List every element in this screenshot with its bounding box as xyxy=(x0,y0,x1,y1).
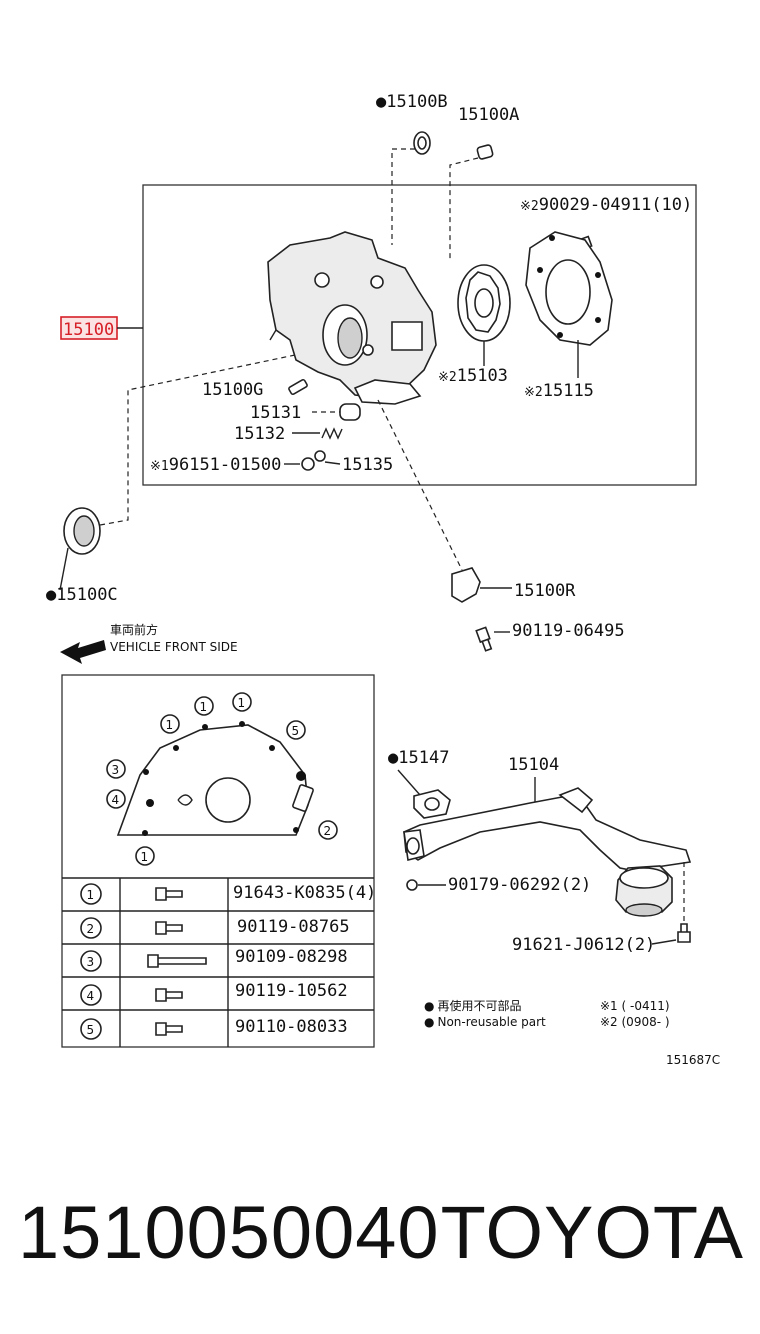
label-15104[interactable]: 15104 xyxy=(508,755,559,775)
bolt-90119-06495 xyxy=(475,626,493,652)
svg-text:1: 1 xyxy=(87,888,95,902)
label-90029[interactable]: ※290029-04911(10) xyxy=(520,195,692,215)
bolt-part-5[interactable]: 90110-08033 xyxy=(235,1017,348,1037)
legend-nonreuse-en: ●Non-reusable part xyxy=(424,1015,546,1029)
label-15100[interactable]: 15100 xyxy=(63,320,114,340)
svg-text:5: 5 xyxy=(292,724,300,738)
ring-96151 xyxy=(301,457,315,471)
inset-pump-outline xyxy=(116,724,309,836)
callout-circles: 1 1 1 5 3 4 2 1 xyxy=(106,692,338,866)
direction-jp: 車両前方 xyxy=(110,622,158,637)
label-91621[interactable]: 91621-J0612(2) xyxy=(512,935,655,955)
bolt-part-4[interactable]: 90119-10562 xyxy=(235,981,348,1001)
label-15100B[interactable]: ●15100B xyxy=(376,92,448,112)
plug-15100G xyxy=(288,378,308,396)
svg-text:5: 5 xyxy=(87,1023,95,1037)
label-15100G[interactable]: 15100G xyxy=(202,380,263,400)
label-15103[interactable]: ※215103 xyxy=(438,366,508,386)
dash-15100A xyxy=(449,157,479,260)
part-number[interactable]: 1510050040 xyxy=(18,1191,440,1274)
label-15115[interactable]: ※215115 xyxy=(524,381,594,401)
arrow-left-icon xyxy=(60,640,106,664)
bolt-icon xyxy=(155,988,183,1002)
table-row: 2 90119-08765 xyxy=(80,917,350,939)
svg-text:1: 1 xyxy=(166,718,174,732)
pump-boss xyxy=(391,321,423,351)
pump-flange xyxy=(353,379,422,405)
illustration-code: 151687C xyxy=(666,1053,720,1067)
spring-15132 xyxy=(321,427,343,440)
svg-text:3: 3 xyxy=(112,763,120,777)
table-row: 1 91643-K0835(4) xyxy=(80,883,376,905)
dash-15100C xyxy=(99,354,296,526)
nut-90179 xyxy=(406,879,418,891)
legend-note2: ※2 (0908- ) xyxy=(600,1015,670,1029)
table-row: 3 90109-08298 xyxy=(80,947,348,972)
bolt-table: 1 91643-K0835(4) 2 90119-08765 3 90109-0… xyxy=(62,877,376,1047)
svg-text:2: 2 xyxy=(87,922,95,936)
svg-text:1: 1 xyxy=(141,850,149,864)
valve-15131 xyxy=(339,403,361,421)
footer: 1510050040 TOYOTA xyxy=(0,1188,760,1288)
bolt-icon xyxy=(155,921,183,935)
label-90119-06495[interactable]: 90119-06495 xyxy=(512,621,625,641)
label-15135[interactable]: 15135 xyxy=(342,455,393,475)
brand-name: TOYOTA xyxy=(440,1191,744,1274)
dash-15100B xyxy=(391,148,415,245)
label-15132[interactable]: 15132 xyxy=(234,424,285,444)
svg-text:4: 4 xyxy=(87,989,95,1003)
table-row: 4 90119-10562 xyxy=(80,981,348,1006)
bolt-part-2[interactable]: 90119-08765 xyxy=(237,917,350,937)
bolt-part-3[interactable]: 90109-08298 xyxy=(235,947,348,967)
label-96151[interactable]: ※196151-01500 xyxy=(150,455,281,475)
pin-15100A xyxy=(476,144,494,160)
legend-note1: ※1 ( -0411) xyxy=(600,999,670,1013)
legend-nonreuse-jp: ●再使用不可部品 xyxy=(424,998,522,1013)
dash-15100R xyxy=(377,399,463,571)
label-15100R[interactable]: 15100R xyxy=(514,581,576,601)
svg-text:2: 2 xyxy=(324,824,332,838)
label-15100C[interactable]: ●15100C xyxy=(46,585,118,605)
long-bolt-icon xyxy=(147,954,207,968)
sensor-15100R xyxy=(451,567,481,603)
table-row: 5 90110-08033 xyxy=(80,1017,348,1040)
svg-text:3: 3 xyxy=(87,955,95,969)
bolt-icon xyxy=(155,887,183,901)
svg-text:1: 1 xyxy=(200,700,208,714)
label-15100A[interactable]: 15100A xyxy=(458,105,519,125)
label-15131[interactable]: 15131 xyxy=(250,403,301,423)
direction-en: VEHICLE FRONT SIDE xyxy=(110,640,238,654)
svg-text:1: 1 xyxy=(238,696,246,710)
bolt-91621 xyxy=(677,923,691,943)
bolt-part-1[interactable]: 91643-K0835(4) xyxy=(233,883,376,903)
bolt-location-frame xyxy=(61,674,375,1048)
bolt-icon xyxy=(155,1022,183,1036)
plug-15135 xyxy=(314,450,326,462)
svg-text:4: 4 xyxy=(112,793,120,807)
label-90179[interactable]: 90179-06292(2) xyxy=(448,875,591,895)
label-15147[interactable]: ●15147 xyxy=(388,748,449,768)
